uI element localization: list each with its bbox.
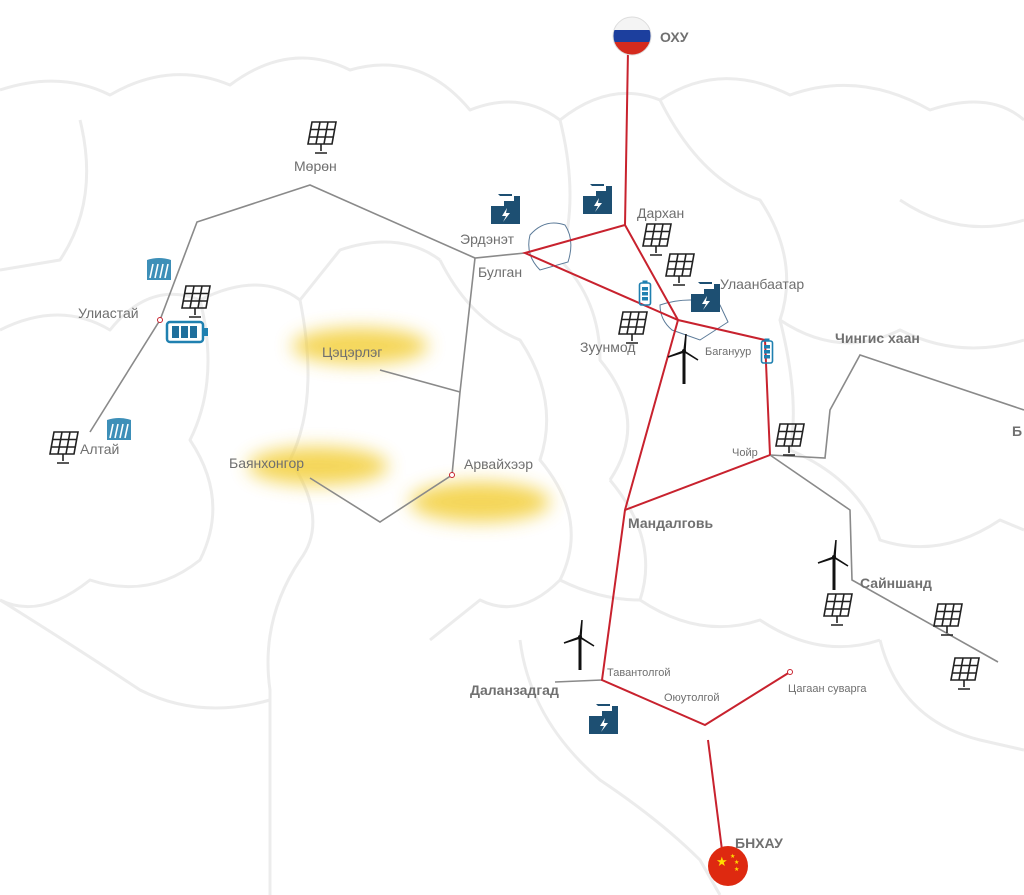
hydro-dam-icon xyxy=(106,417,132,441)
svg-text:★: ★ xyxy=(716,854,728,869)
label-china: БНХАУ xyxy=(735,835,783,851)
wind-turbine-icon xyxy=(816,540,850,590)
label-tsetserleg: Цэцэрлэг xyxy=(322,344,382,360)
label-altai: Алтай xyxy=(80,441,119,457)
russia-flag-icon xyxy=(612,16,652,56)
svg-text:★: ★ xyxy=(734,859,739,866)
power-plant-icon xyxy=(691,282,720,312)
region-borders xyxy=(0,56,1024,895)
labels: ОХУ БНХАУ Мөрөн Улиастай Алтай Эрдэнэт Б… xyxy=(78,29,1022,851)
label-darkhan: Дархан xyxy=(637,205,684,221)
label-edge-partial: Б xyxy=(1012,423,1022,439)
solar-panel-icon xyxy=(933,603,963,636)
battery-icon xyxy=(638,280,652,306)
label-oyutolgoi: Оюутолгой xyxy=(664,692,720,704)
label-tsagaan-suvarga: Цагаан суварга xyxy=(788,683,867,695)
solar-panel-icon xyxy=(823,593,853,626)
power-plant-icon xyxy=(491,194,520,224)
label-uliastai: Улиастай xyxy=(78,305,139,321)
label-ulaanbaatar: Улаанбаатар xyxy=(720,276,804,292)
label-russia: ОХУ xyxy=(660,29,689,45)
svg-text:★: ★ xyxy=(734,866,739,873)
solar-panel-icon xyxy=(49,431,79,464)
highlights xyxy=(248,328,550,522)
battery-icon xyxy=(760,338,774,364)
china-flag-icon: ★ ★ ★ ★ xyxy=(708,846,748,886)
label-moron: Мөрөн xyxy=(294,158,337,174)
solar-panel-icon xyxy=(307,121,337,154)
label-sainshand: Сайншанд xyxy=(860,575,932,591)
svg-text:★: ★ xyxy=(730,853,735,860)
label-tavantolgoi: Тавантолгой xyxy=(607,667,671,679)
label-arvaikheer: Арвайхээр xyxy=(464,456,533,472)
battery-icon xyxy=(165,320,209,344)
label-erdenet: Эрдэнэт xyxy=(460,231,515,247)
label-mandalgovi: Мандалговь xyxy=(628,515,713,531)
power-plant-icon xyxy=(589,704,618,734)
main-grid-lines xyxy=(157,49,793,851)
solar-panel-icon xyxy=(181,285,211,318)
label-dalanzadgad: Даланзадгад xyxy=(470,682,559,698)
label-chinggis-khaan: Чингис хаан xyxy=(835,330,920,346)
solar-panel-icon xyxy=(665,253,695,286)
hydro-dam-icon xyxy=(146,257,172,281)
label-baganuur: Багануур xyxy=(705,346,751,358)
label-bayankhongor: Баянхонгор xyxy=(229,455,304,471)
label-zuunmod: Зуунмод xyxy=(580,339,635,355)
power-plant-icon xyxy=(583,184,612,214)
solar-panel-icon xyxy=(642,223,672,256)
wind-turbine-icon xyxy=(562,620,596,670)
label-choir: Чойр xyxy=(732,447,758,459)
solar-panel-icon xyxy=(950,657,980,690)
label-bulgan: Булган xyxy=(478,264,522,280)
